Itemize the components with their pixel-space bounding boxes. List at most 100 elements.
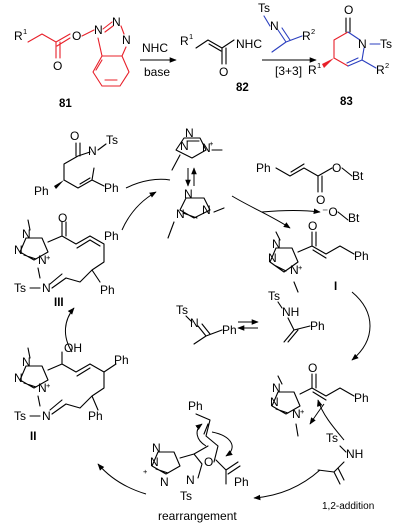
int2-n1: N [22,355,31,369]
right-n3: N [292,407,301,421]
bt-n1: N [94,23,103,37]
r2-label: R [302,29,311,43]
ylide-n1: N [184,187,193,201]
ylide-n3: N [176,207,185,221]
compound-83-label: 83 [340,96,353,108]
enamine-ph: Ph [310,319,325,333]
arrow-I-to-adduct [351,291,371,361]
nhc-carbene: N N N + [171,126,223,171]
arrow-nhc-base: NHC base [140,41,177,79]
arrow-rearr-to-II [97,463,147,495]
tautomer-equilibrium [237,319,259,331]
int1-label: I [334,281,337,293]
leaving-o: ⁻O [322,205,338,219]
carbonyl-o-83: O [344,3,353,17]
acyl-o-carbonyl: O [316,193,325,207]
rearr-ph2: Ph [234,475,249,489]
r1-label-82: R [180,34,189,48]
product-n: N [88,144,97,158]
int2-oh: OH [64,341,82,355]
int3-n: N [42,281,51,295]
equilibrium-arrows-carbene [185,167,197,187]
enamine-tautomer: Ts NH Ph [268,289,325,343]
nhc-group-82: NHC [236,37,262,51]
r2-sup-83: 2 [385,61,389,70]
product-o: O [70,129,79,143]
bt-n2: N [112,15,121,29]
carbonyl-o-81: O [53,59,62,73]
r1-sup-82: 1 [189,32,193,41]
arrow-II-to-III [65,307,75,353]
int1-n1: N [268,251,277,265]
adduct-right: N N N + O Ph [270,361,369,441]
int2-n3: N [38,381,47,395]
int3-ph2: Ph [100,283,115,297]
ylide-n2: N [202,203,211,217]
intermediate-III: N N N + O Ph Ph N Ts III [14,211,119,309]
cycle-product: O N Ts Ph Ph [34,129,119,198]
intermediate-I: N N N + O Ph I [268,219,369,293]
ester-o-81: O [72,29,81,43]
ts-83: Ts [380,37,392,51]
int3-n3: N [38,253,47,267]
int2-n2: N [14,371,23,385]
reagent-base: base [144,65,170,79]
leaving-bt: Bt [348,211,360,225]
r1-83: R [308,63,317,77]
rearr-ph: Ph [188,399,203,413]
int3-o: O [58,211,67,225]
arrow-adduct-to-rearr [253,469,321,501]
right-o: O [308,361,317,375]
imine-n: N [270,19,279,33]
imine-n-cycle: N [190,316,199,330]
int3-plus: + [46,253,51,262]
leaving-group: ⁻O Bt [322,205,360,225]
addition-label: 1,2-addition [322,501,374,512]
r2-83: R [376,63,385,77]
rearrangement-ts: Ph N N N + O N Ts Ph [143,399,249,503]
int3-n1: N [22,227,31,241]
intermediate-II: N N N + OH Ph Ph N Ts II [14,341,129,443]
reagent-nhc: NHC [142,41,168,55]
compound-81: R 1 O O N N N 81 [14,15,131,110]
acyl-ph: Ph [256,161,271,175]
right-nh: NH [346,447,363,461]
right-n2: N [270,395,279,409]
arrow-release-nhc [125,178,171,189]
int2-ts: Ts [14,409,26,423]
arrow-III-to-product [121,191,157,231]
compound-81-label: 81 [59,98,72,110]
int2-ph2: Ph [88,409,103,423]
enamine-ts: Ts [268,289,280,303]
imine-ph-cycle: Ph [222,323,237,337]
compound-83: O N Ts R 2 R 1 83 [308,3,392,108]
acyl-bt-substrate: Ph O O Bt [256,161,364,207]
product-ph1: Ph [34,184,49,198]
right-n1: N [272,381,281,395]
rearrangement-label: rearrangement [158,509,237,523]
carbene-n3: N [185,126,194,140]
rearr-ts: Ts [180,489,192,503]
rearr-plus: + [143,467,148,476]
int1-n3: N [272,237,281,251]
acyl-o-ester: O [332,161,341,175]
right-plus: + [300,407,305,416]
ring-n-83: N [358,37,367,51]
carbonyl-o-82: O [219,65,228,79]
int2-n: N [42,409,51,423]
arrow-to-intermediate-I [231,195,321,229]
product-ts: Ts [106,133,118,147]
imine-ts: Ts [258,1,270,15]
product-ph2: Ph [104,181,119,195]
rearr-n3: N [160,475,169,489]
int1-o: O [308,219,317,233]
arrow-cycloaddition: [3+3] [262,57,317,78]
ylide-form: N N N [167,187,225,239]
cycloaddition-label: [3+3] [275,64,302,78]
int2-plus: + [46,381,51,390]
acyl-bt: Bt [352,169,364,183]
int3-ts: Ts [14,281,26,295]
r1-label: R [14,29,23,43]
bt-n3: N [122,33,131,47]
